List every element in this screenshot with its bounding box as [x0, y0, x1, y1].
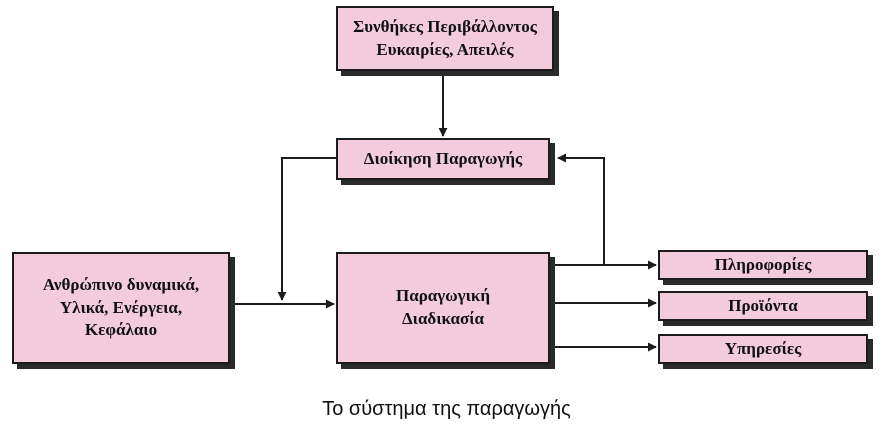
node-inputs-line-2: Υλικά, Ενέργεια, — [59, 297, 183, 317]
node-services-label: Υπηρεσίες — [724, 338, 802, 358]
node-products: Προϊόντα — [658, 291, 868, 321]
arrow-management-to-process — [277, 157, 336, 301]
node-environment-line-2: Ευκαιρίες, Απειλές — [376, 39, 514, 59]
node-management: Διοίκηση Παραγωγής — [336, 138, 550, 180]
node-process-line-1: Παραγωγική — [396, 286, 490, 306]
node-environment-line-1: Συνθήκες Περιβάλλοντος — [353, 16, 537, 36]
node-services: Υπηρεσίες — [658, 334, 868, 364]
node-inputs-line-3: Κεφάλαιο — [84, 320, 158, 340]
node-inputs-line-1: Ανθρώπινο δυναμικά, — [42, 274, 200, 294]
node-products-label: Προϊόντα — [728, 295, 798, 315]
node-info-label: Πληροφορίες — [714, 254, 812, 274]
node-inputs: Ανθρώπινο δυναμικά, Υλικά, Ενέργεια, Κεφ… — [12, 252, 230, 364]
node-environment: Συνθήκες Περιβάλλοντος Ευκαιρίες, Απειλέ… — [336, 6, 554, 71]
diagram-caption: Το σύστημα της παραγωγής — [322, 398, 571, 420]
node-process-line-2: Διαδικασία — [402, 309, 484, 328]
node-info: Πληροφορίες — [658, 250, 868, 280]
node-process: Παραγωγική Διαδικασία — [336, 252, 550, 364]
node-management-label: Διοίκηση Παραγωγής — [363, 148, 523, 168]
arrow-feedback-to-management — [557, 153, 605, 265]
